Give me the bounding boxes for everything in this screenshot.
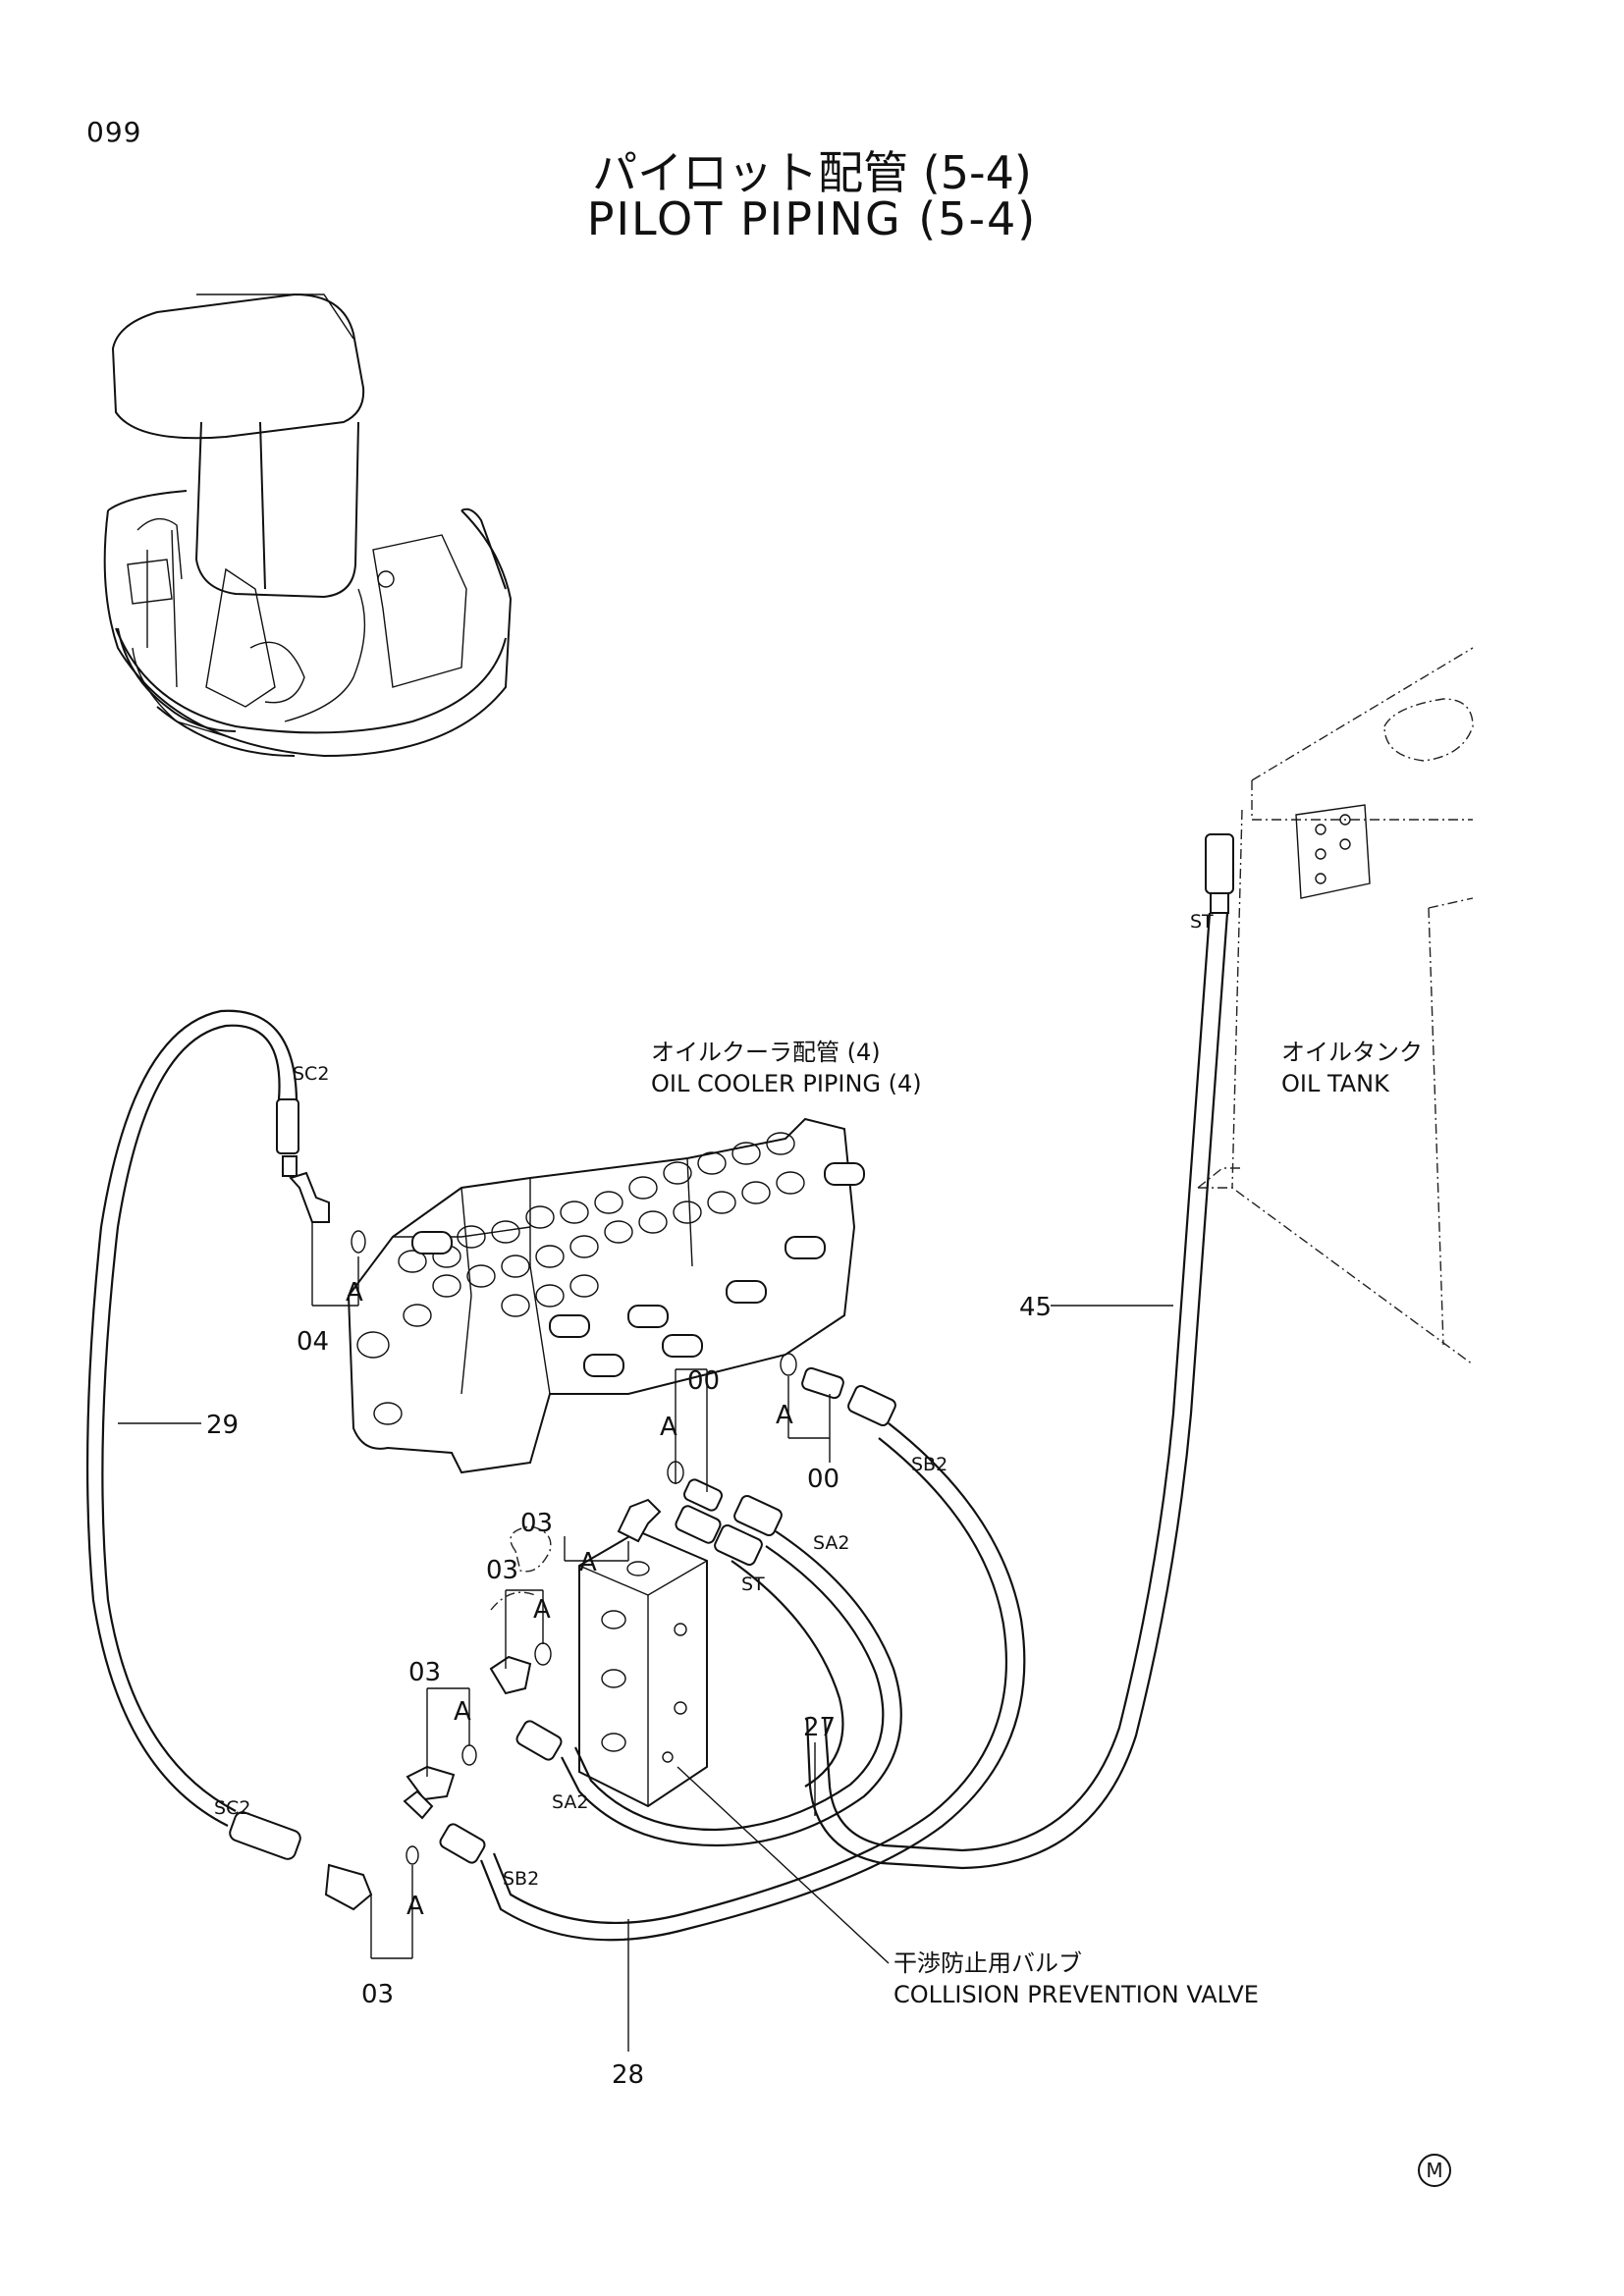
part-number-27: 27 [803,1713,836,1742]
oil-tank-outline [1197,647,1474,1365]
collision-prevention-valve-body [578,1529,708,1808]
part-number-03-top: 03 [520,1509,553,1538]
detail-a-label: A [406,1892,424,1921]
detail-a-label: A [660,1413,677,1442]
part-number-00-center: 00 [687,1366,720,1396]
port-label-sb2-right: SB2 [911,1454,947,1475]
diagram-labels: オイルクーラ配管 (4) OIL COOLER PIPING (4) オイルタン… [206,911,1423,2090]
part-number-03-third: 03 [408,1658,441,1687]
leader-lines [118,1222,1173,2052]
part-number-04: 04 [297,1327,329,1357]
detail-a-label: A [454,1697,471,1727]
collision-valve-label-en: COLLISION PREVENTION VALVE [893,1981,1259,2008]
port-label-sb2-low: SB2 [503,1868,539,1890]
port-label-sa2-low: SA2 [552,1791,589,1813]
detail-a-label: A [533,1595,551,1625]
control-valve-block [347,1117,865,1474]
detail-a-label: A [776,1401,793,1430]
oil-cooler-label-jp: オイルクーラ配管 (4) [651,1039,881,1066]
detail-a-label: A [346,1278,363,1308]
fittings [229,833,1234,1911]
port-label-sc2-top: SC2 [293,1063,329,1085]
part-number-45: 45 [1019,1293,1052,1322]
oil-tank-label-en: OIL TANK [1281,1070,1390,1097]
page-title-english: PILOT PIPING (5-4) [586,192,1038,245]
port-label-st-mid: ST [741,1574,765,1595]
oil-cooler-label-en: OIL COOLER PIPING (4) [651,1070,922,1097]
spool-caps [411,1162,865,1377]
part-number-03-second: 03 [486,1556,518,1585]
page-title-japanese: パイロット配管 (5-4) [592,146,1032,199]
part-number-03-bottom: 03 [361,1980,394,2009]
detail-a-label: A [579,1548,597,1577]
oil-tank-label-jp: オイルタンク [1281,1039,1423,1066]
collision-valve-label-jp: 干渉防止用バルブ [893,1949,1082,1977]
part-number-29: 29 [206,1411,239,1440]
part-number-00-right: 00 [807,1465,839,1494]
hose-45 [823,912,1212,1852]
machine-overview-illustration [103,293,513,758]
part-number-28: 28 [612,2060,644,2090]
valve-port-circles [356,1132,805,1425]
port-label-sc2-low: SC2 [214,1797,250,1819]
hose-29 [101,1024,281,1812]
port-label-st-top: ST [1190,911,1214,933]
manufacturer-mark: M [1418,2154,1451,2187]
page-number: 099 [86,116,142,148]
port-label-sa2-mid: SA2 [813,1532,850,1554]
